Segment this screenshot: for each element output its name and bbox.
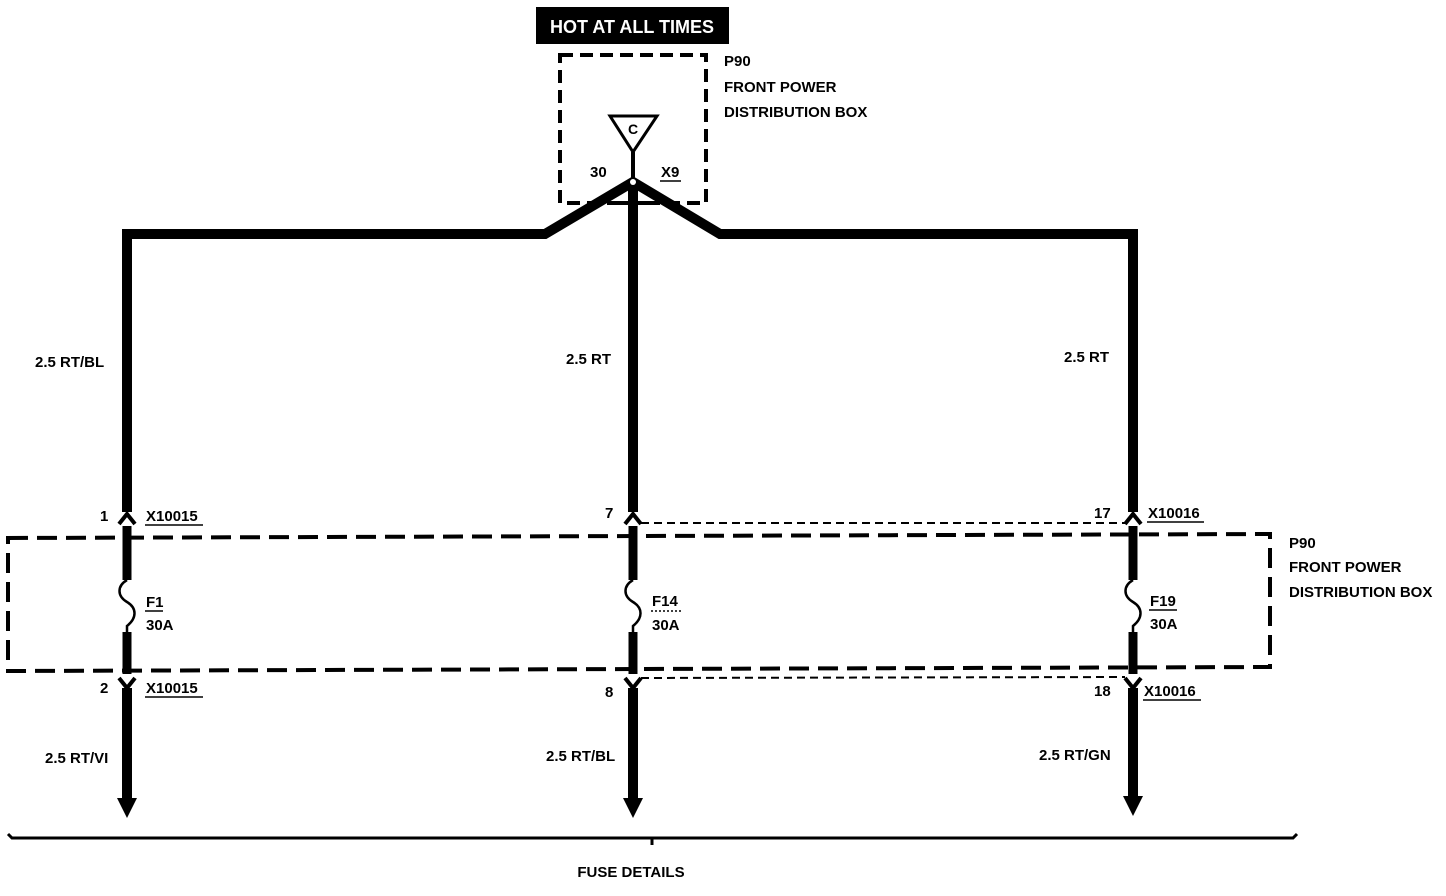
fuse-center-id: F14: [652, 593, 679, 610]
bottom-box-code: P90: [1289, 535, 1316, 552]
top-pin-number: 30: [590, 164, 607, 181]
output-arrow-right-icon: [1123, 796, 1143, 816]
wire-label-left-in: 2.5 RT/BL: [35, 354, 104, 371]
pin-left-in: 1: [100, 508, 108, 525]
output-arrow-left-icon: [117, 798, 137, 818]
pin-chevron-center-out: [623, 676, 643, 692]
supply-symbol-letter: C: [628, 121, 638, 137]
top-box-name-line2: DISTRIBUTION BOX: [724, 104, 867, 121]
wire-label-center-in: 2.5 RT: [566, 351, 611, 368]
top-box-code: P90: [724, 53, 751, 70]
pin-center-out: 8: [605, 684, 613, 701]
connector-left-out: X10015: [146, 680, 198, 697]
fuse-distribution-box: [6, 531, 1272, 674]
pin-center-in: 7: [605, 505, 613, 522]
fuse-right-id: F19: [1150, 593, 1176, 610]
connector-left-in: X10015: [146, 508, 198, 525]
wire-label-center-out: 2.5 RT/BL: [546, 748, 615, 765]
fuse-details-bracket: [6, 832, 1299, 840]
pin-chevron-left-out: [117, 676, 137, 692]
top-connector: X9: [661, 164, 679, 181]
fuse-details-caption: FUSE DETAILS: [577, 864, 684, 881]
pin-chevron-center-in: [623, 510, 643, 526]
hot-label-background: [536, 7, 729, 44]
supply-triangle-icon: [607, 114, 660, 155]
fuse-right-icon: [1124, 578, 1142, 632]
connector-right-out: X10016: [1144, 683, 1196, 700]
pin-left-out: 2: [100, 680, 108, 697]
pin-chevron-right-in: [1123, 510, 1143, 526]
fuse-left-id: F1: [146, 594, 164, 611]
wire-label-left-out: 2.5 RT/VI: [45, 750, 108, 767]
fuse-right-rating: 30A: [1150, 616, 1178, 633]
hot-label: HOT AT ALL TIMES: [550, 17, 714, 37]
bottom-box-name-line1: FRONT POWER: [1289, 559, 1402, 576]
pin-chevron-right-out: [1123, 676, 1143, 692]
bottom-box-name-line2: DISTRIBUTION BOX: [1289, 584, 1432, 601]
pin-right-in: 17: [1094, 505, 1111, 522]
splice-point: [630, 179, 636, 185]
top-box-name-line1: FRONT POWER: [724, 79, 837, 96]
pin-right-out: 18: [1094, 683, 1111, 700]
fuse-left-rating: 30A: [146, 617, 174, 634]
fuse-center-rating: 30A: [652, 617, 680, 634]
pin-chevron-left-in: [117, 510, 137, 526]
fuse-center-icon: [624, 578, 642, 632]
connector-band-bottom: [640, 676, 1126, 679]
wire-label-right-in: 2.5 RT: [1064, 349, 1109, 366]
connector-right-in: X10016: [1148, 505, 1200, 522]
output-arrow-center-icon: [623, 798, 643, 818]
fuse-left-icon: [118, 578, 136, 632]
wire-label-right-out: 2.5 RT/GN: [1039, 747, 1111, 764]
